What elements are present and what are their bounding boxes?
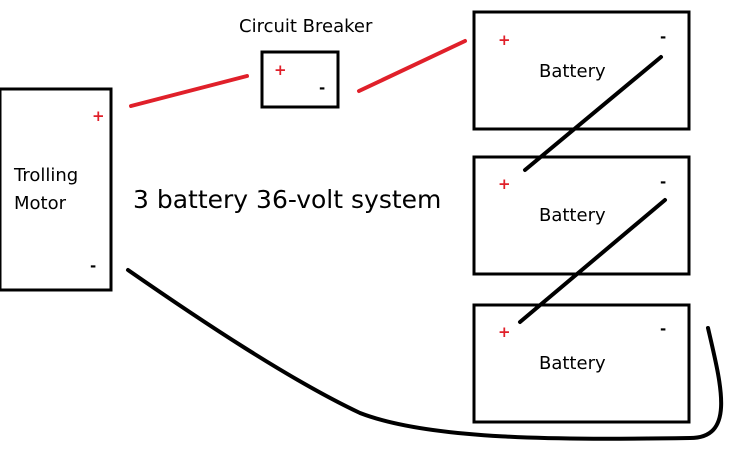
diagram-title: 3 battery 36-volt system <box>133 185 441 214</box>
trolling-motor-label-line2: Motor <box>14 193 67 214</box>
battery-1: Battery + - <box>472 10 691 131</box>
wire-motor-positive-to-breaker <box>129 74 249 108</box>
battery-2-box <box>472 155 691 276</box>
battery-3-label: Battery <box>539 353 606 374</box>
trolling-motor-box <box>0 87 113 292</box>
trolling-motor-label-line1: Trolling <box>13 165 78 186</box>
battery-1-positive-terminal: + <box>498 31 511 49</box>
motor-negative-terminal: - <box>90 257 96 275</box>
breaker-positive-terminal: + <box>274 61 287 79</box>
wire-battery-1-negative-to-battery-2-positive <box>523 55 663 172</box>
trolling-motor: Trolling Motor + - <box>0 87 113 292</box>
battery-3-positive-terminal: + <box>498 323 511 341</box>
circuit-breaker-label: Circuit Breaker <box>239 16 373 37</box>
wire-breaker-to-battery-1-positive <box>357 39 467 93</box>
battery-1-label: Battery <box>539 61 606 82</box>
battery-2-label: Battery <box>539 205 606 226</box>
battery-2-negative-terminal: - <box>660 173 666 191</box>
battery-3: Battery + - <box>472 303 691 424</box>
motor-positive-terminal: + <box>92 107 105 125</box>
wire-battery-3-negative-to-motor-negative <box>126 268 724 441</box>
breaker-negative-terminal: - <box>319 79 325 97</box>
circuit-breaker-box <box>260 50 340 109</box>
wire-battery-2-negative-to-battery-3-positive <box>518 198 667 324</box>
battery-1-box <box>472 10 691 131</box>
battery-3-negative-terminal: - <box>660 320 666 338</box>
battery-1-negative-terminal: - <box>660 28 666 46</box>
battery-3-box <box>472 303 691 424</box>
battery-2: Battery + - <box>472 155 691 276</box>
battery-2-positive-terminal: + <box>498 175 511 193</box>
circuit-breaker: Circuit Breaker + - <box>239 16 373 109</box>
